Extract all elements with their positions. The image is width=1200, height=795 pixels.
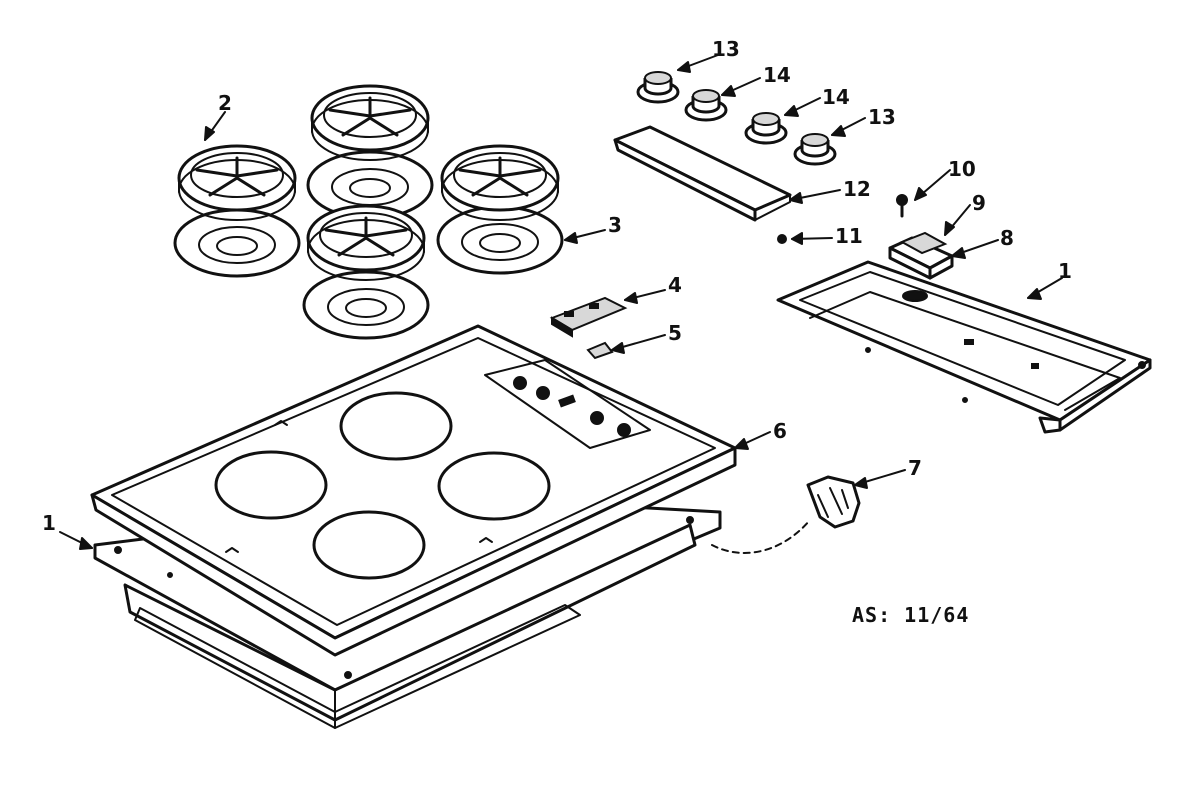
control-bracket — [549, 296, 628, 338]
callout-6: 6 — [773, 419, 787, 443]
callout-12: 12 — [843, 177, 871, 201]
burner-grate-back — [310, 84, 430, 161]
control-knob-1 — [636, 71, 680, 104]
cooktop-pan-right — [776, 260, 1152, 434]
callout-8: 8 — [1000, 226, 1014, 250]
callout-14-first: 14 — [763, 63, 791, 87]
screw — [896, 194, 908, 218]
callout-10: 10 — [948, 157, 976, 181]
burner-grate-left — [177, 144, 297, 221]
control-knob-2 — [684, 89, 728, 122]
callout-11: 11 — [835, 224, 863, 248]
drawing-code: AS: 11/64 — [852, 603, 969, 627]
callout-9: 9 — [972, 191, 986, 215]
callout-arrows — [59, 54, 1063, 550]
drip-pan-front-left — [173, 208, 301, 278]
burner-grate-front — [306, 204, 426, 281]
wire-connector — [806, 475, 861, 529]
callout-13-first: 13 — [712, 37, 740, 61]
callout-2: 2 — [218, 91, 232, 115]
callout-labels: 1 2 3 4 5 6 7 8 9 10 11 12 13 14 14 13 1 — [42, 37, 1072, 535]
clip — [586, 341, 614, 360]
switch-housing — [888, 231, 954, 280]
drip-pan-right — [436, 205, 564, 275]
callout-3: 3 — [608, 213, 622, 237]
callout-4: 4 — [668, 273, 682, 297]
control-knob-4 — [793, 133, 837, 166]
callout-1-right: 1 — [1058, 259, 1072, 283]
callout-1-left: 1 — [42, 511, 56, 535]
callout-7: 7 — [908, 456, 922, 480]
callout-14-second: 14 — [822, 85, 850, 109]
burner-grate-right — [440, 144, 560, 221]
control-knob-3 — [744, 112, 788, 145]
callout-5: 5 — [668, 321, 682, 345]
callout-13-second: 13 — [868, 105, 896, 129]
small-screw — [777, 234, 787, 244]
cooktop-top — [90, 324, 737, 657]
drip-pan-front — [302, 270, 430, 340]
control-panel-trim — [613, 125, 792, 222]
drip-pan-back — [306, 150, 434, 220]
